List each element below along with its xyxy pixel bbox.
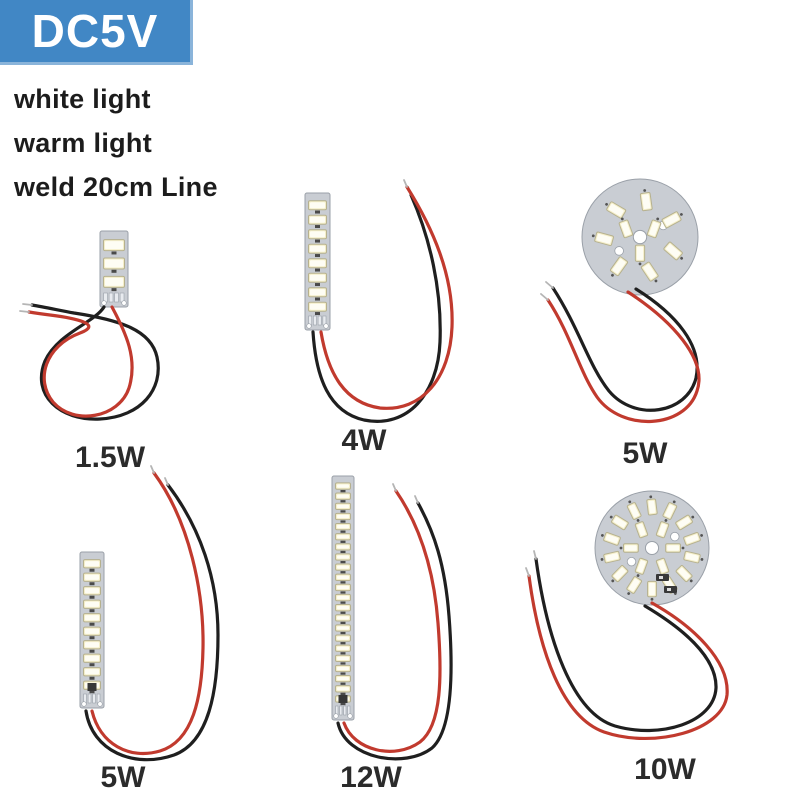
- black-wire-tip: [22, 303, 33, 306]
- wattage-label: 1.5W: [74, 441, 146, 474]
- led-module-photo-5w-strip: [79, 465, 220, 762]
- black-wire-tip: [533, 550, 537, 560]
- red-wire: [319, 185, 454, 410]
- feature-warm-light: warm light: [14, 128, 153, 158]
- feature-weld-line: weld 20cm Line: [14, 172, 218, 202]
- red-wire: [546, 290, 701, 424]
- led-module-photo-5w-round: [540, 178, 701, 424]
- red-wire: [90, 471, 205, 756]
- black-wire-tip: [545, 281, 554, 289]
- wattage-label: 4W: [341, 424, 387, 457]
- led-module-photo-12w: [331, 475, 453, 761]
- red-wire-tip: [19, 310, 30, 313]
- feature-white-light: white light: [14, 84, 151, 114]
- red-wire: [27, 305, 134, 418]
- pcb-disc: [594, 490, 710, 606]
- wattage-label: 5W: [622, 437, 668, 470]
- black-wire: [534, 557, 718, 733]
- pcb-strip: [331, 475, 355, 721]
- black-wire-tip: [414, 495, 419, 504]
- pcb-strip: [304, 192, 331, 331]
- black-wire: [311, 193, 442, 423]
- pcb-disc: [581, 178, 699, 296]
- voltage-badge: DC5V: [0, 0, 193, 65]
- wattage-label: 5W: [100, 761, 146, 794]
- led-module-photo-1-5w: [19, 230, 160, 421]
- pcb-strip: [79, 551, 105, 709]
- black-wire: [30, 303, 160, 421]
- red-wire-tip: [150, 465, 155, 474]
- black-wire: [84, 483, 220, 762]
- led-module-photo-4w: [304, 179, 454, 423]
- pcb-strip: [99, 230, 129, 308]
- black-wire-tip: [164, 477, 169, 486]
- wattage-label: 10W: [634, 753, 696, 786]
- red-wire: [342, 489, 442, 753]
- red-wire-tip: [525, 567, 530, 577]
- red-wire-tip: [403, 179, 408, 188]
- red-wire-tip: [540, 293, 549, 301]
- red-wire-tip: [392, 483, 397, 492]
- wattage-label: 12W: [340, 761, 402, 794]
- black-wire: [551, 286, 699, 412]
- led-module-photo-10w: [525, 490, 729, 740]
- black-wire: [336, 501, 453, 761]
- red-wire: [527, 574, 729, 740]
